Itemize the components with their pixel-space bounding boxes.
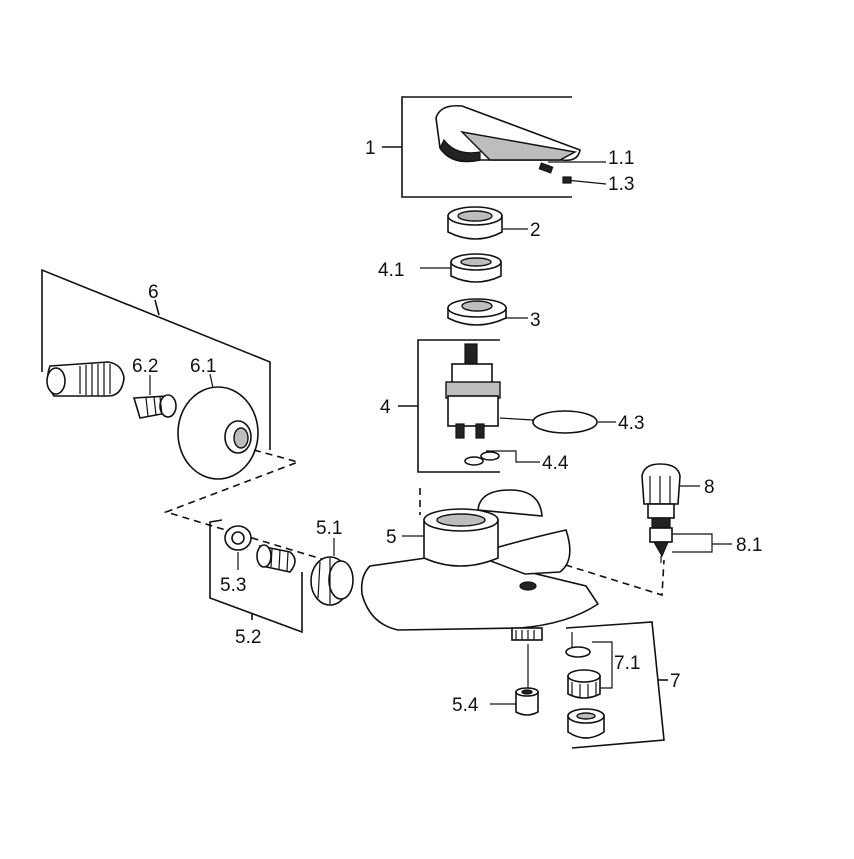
check-valve-insert-part xyxy=(647,503,675,563)
label-6: 6 xyxy=(148,282,159,303)
extension-nipple-part xyxy=(132,394,177,419)
label-4: 4 xyxy=(380,397,391,418)
connection-group xyxy=(209,519,354,634)
aerator-group-bracket xyxy=(565,621,665,749)
extension-group-bracket xyxy=(41,268,271,450)
mixer-body-part xyxy=(360,489,600,641)
extension-group xyxy=(41,268,271,480)
cap-plug-part xyxy=(562,176,572,184)
check-valve-cap-part xyxy=(641,463,681,505)
aerator-housing-part xyxy=(567,708,605,739)
label-4-3: 4.3 xyxy=(618,413,644,434)
label-5-1: 5.1 xyxy=(316,518,342,539)
rosette-part xyxy=(177,386,259,480)
cartridge-part xyxy=(445,343,501,439)
label-1-1: 1.1 xyxy=(608,148,634,169)
label-3: 3 xyxy=(530,310,541,331)
aerator-insert-part xyxy=(567,669,601,699)
o-ring-part xyxy=(532,410,598,434)
label-6-2: 6.2 xyxy=(132,356,158,377)
label-1: 1 xyxy=(365,138,376,159)
check-valve-bracket xyxy=(672,533,713,553)
extension-pipe-part xyxy=(46,361,125,397)
label-5-2: 5.2 xyxy=(235,627,261,648)
label-1-3: 1.3 xyxy=(608,174,634,195)
cartridge-group xyxy=(398,339,616,473)
label-5-3: 5.3 xyxy=(220,575,246,596)
aerator-group xyxy=(565,621,668,749)
label-4-4: 4.4 xyxy=(542,453,569,474)
sleeve-ring-part xyxy=(447,206,528,240)
lever-handle-part xyxy=(435,104,581,163)
aerator-washer-part xyxy=(565,646,591,658)
label-4-1: 4.1 xyxy=(378,260,404,281)
adapter-nipple-part xyxy=(515,687,539,716)
label-5: 5 xyxy=(386,527,397,548)
handle-group xyxy=(382,96,607,198)
connector-nipple-part xyxy=(256,544,296,573)
adapter-ring-part xyxy=(447,298,528,326)
connection-group-bracket xyxy=(209,519,303,634)
label-7: 7 xyxy=(670,671,681,692)
label-2: 2 xyxy=(530,220,541,241)
label-8-1: 8.1 xyxy=(736,535,762,556)
label-6-1: 6.1 xyxy=(190,356,216,377)
label-5-4: 5.4 xyxy=(452,695,479,716)
union-nut-part xyxy=(310,556,354,606)
leader-1-3 xyxy=(565,179,607,185)
label-7-1: 7.1 xyxy=(614,653,640,674)
label-8: 8 xyxy=(704,477,715,498)
check-valve-group xyxy=(641,463,732,563)
seal-pair-part xyxy=(464,451,500,466)
leader-6 xyxy=(154,299,160,316)
cartridge-nut-part xyxy=(420,253,502,283)
assembly-dash-right xyxy=(529,537,665,597)
washer-part xyxy=(224,525,252,551)
screw-part xyxy=(538,162,554,174)
